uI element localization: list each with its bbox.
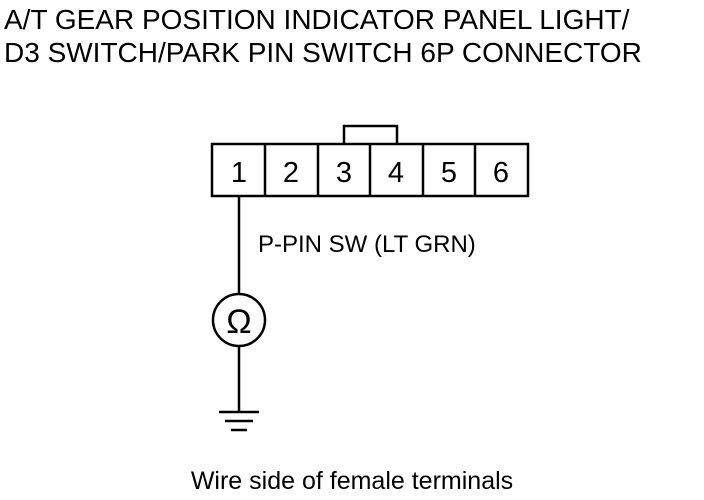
diagram-title-line-1: A/T GEAR POSITION INDICATOR PANEL LIGHT/	[4, 4, 630, 35]
terminal-5-label: 5	[441, 157, 457, 189]
terminal-4-label: 4	[388, 157, 404, 189]
diagram-title-line-2: D3 SWITCH/PARK PIN SWITCH 6P CONNECTOR	[4, 37, 642, 68]
terminal-dividers	[263, 144, 477, 196]
connector-lock-tab	[342, 124, 399, 144]
ohmmeter-symbol: Ω	[226, 303, 251, 341]
terminal-2-label: 2	[283, 157, 299, 189]
terminal-1-label: 1	[231, 157, 247, 189]
diagram-caption: Wire side of female terminals	[190, 467, 514, 495]
wire-label: P-PIN SW (LT GRN)	[258, 231, 476, 258]
terminal-3-label: 3	[336, 157, 352, 189]
ground-icon	[219, 410, 259, 432]
terminal-6-label: 6	[493, 157, 509, 189]
